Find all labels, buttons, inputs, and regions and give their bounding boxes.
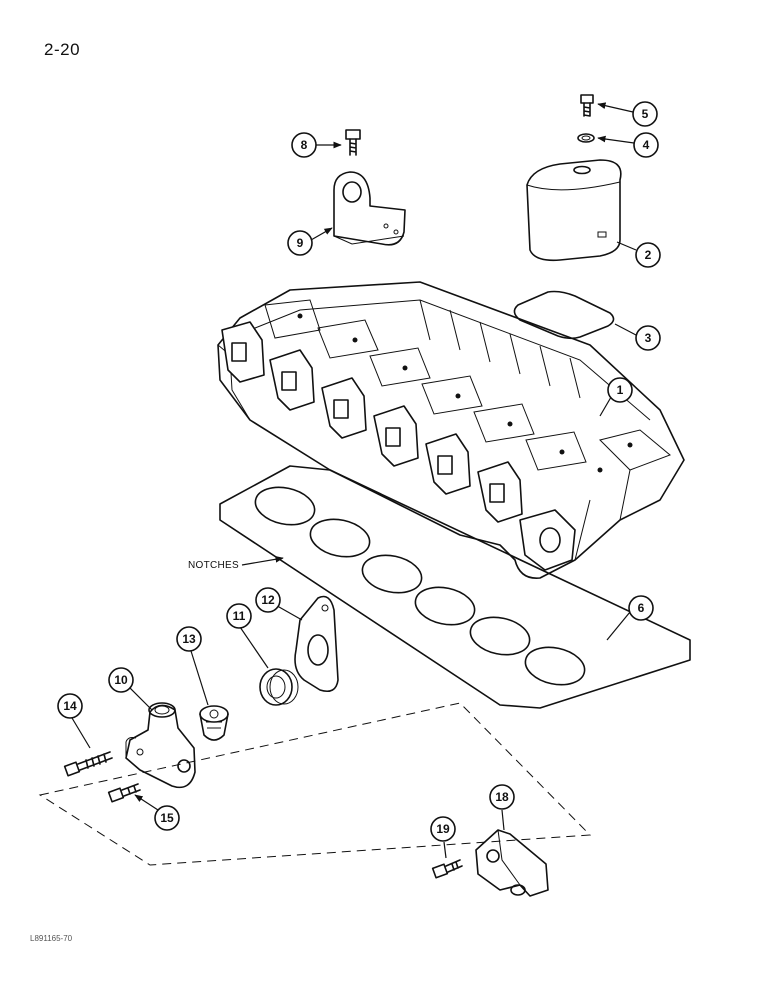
- bolt-part-14: [63, 751, 113, 777]
- svg-text:1: 1: [617, 383, 624, 397]
- bolt-part-5: [580, 94, 594, 117]
- svg-text:5: 5: [642, 107, 649, 121]
- svg-text:13: 13: [182, 632, 196, 646]
- dashed-group-outline: [38, 702, 592, 866]
- svg-text:10: 10: [114, 673, 128, 687]
- callout-3: 3: [635, 325, 661, 351]
- thermostat-gasket-part-12: [294, 595, 339, 693]
- callout-15: 15: [154, 805, 180, 831]
- svg-text:3: 3: [645, 331, 652, 345]
- callout-4: 4: [633, 132, 659, 158]
- cylinder-head-part-1: [217, 281, 685, 579]
- callout-19: 19: [430, 816, 456, 842]
- notches-arrow: [241, 555, 284, 566]
- bolt-part-15: [107, 783, 141, 803]
- svg-text:18: 18: [495, 790, 509, 804]
- callout-13: 13: [176, 626, 202, 652]
- callout-18: 18: [489, 784, 515, 810]
- bolt-part-19: [431, 859, 463, 879]
- svg-text:4: 4: [643, 138, 650, 152]
- svg-text:11: 11: [233, 609, 246, 623]
- washer-part-4: [577, 133, 595, 143]
- gasket-part-3: [513, 290, 615, 340]
- svg-text:19: 19: [436, 822, 450, 836]
- callout-9: 9: [287, 230, 313, 256]
- callout-14: 14: [57, 693, 83, 719]
- bolt-part-8: [345, 129, 361, 156]
- page-number: 2-20: [44, 40, 81, 59]
- figure-code: L891165-70: [30, 934, 73, 943]
- thermostat-part-13: [199, 705, 229, 741]
- callout-6: 6: [628, 595, 654, 621]
- callout-5: 5: [632, 101, 658, 127]
- callout-11: 11: [226, 603, 252, 629]
- head-gasket-part-6: [219, 465, 691, 709]
- callout-12: 12: [255, 587, 281, 613]
- seal-part-11: [259, 668, 299, 706]
- callout-10: 10: [108, 667, 134, 693]
- thermostat-housing-part-10: [125, 702, 196, 789]
- svg-text:12: 12: [261, 593, 275, 607]
- svg-text:8: 8: [301, 138, 308, 152]
- notches-label: NOTCHES: [188, 560, 239, 571]
- svg-text:14: 14: [63, 699, 77, 713]
- bracket-part-9: [333, 171, 406, 246]
- svg-text:2: 2: [645, 248, 652, 262]
- svg-text:15: 15: [160, 811, 174, 825]
- svg-text:9: 9: [297, 236, 304, 250]
- callout-1: 1: [607, 377, 633, 403]
- callout-2: 2: [635, 242, 661, 268]
- cover-part-2: [526, 159, 622, 262]
- bracket-part-18: [475, 829, 549, 897]
- svg-text:6: 6: [638, 601, 645, 615]
- callout-8: 8: [291, 132, 317, 158]
